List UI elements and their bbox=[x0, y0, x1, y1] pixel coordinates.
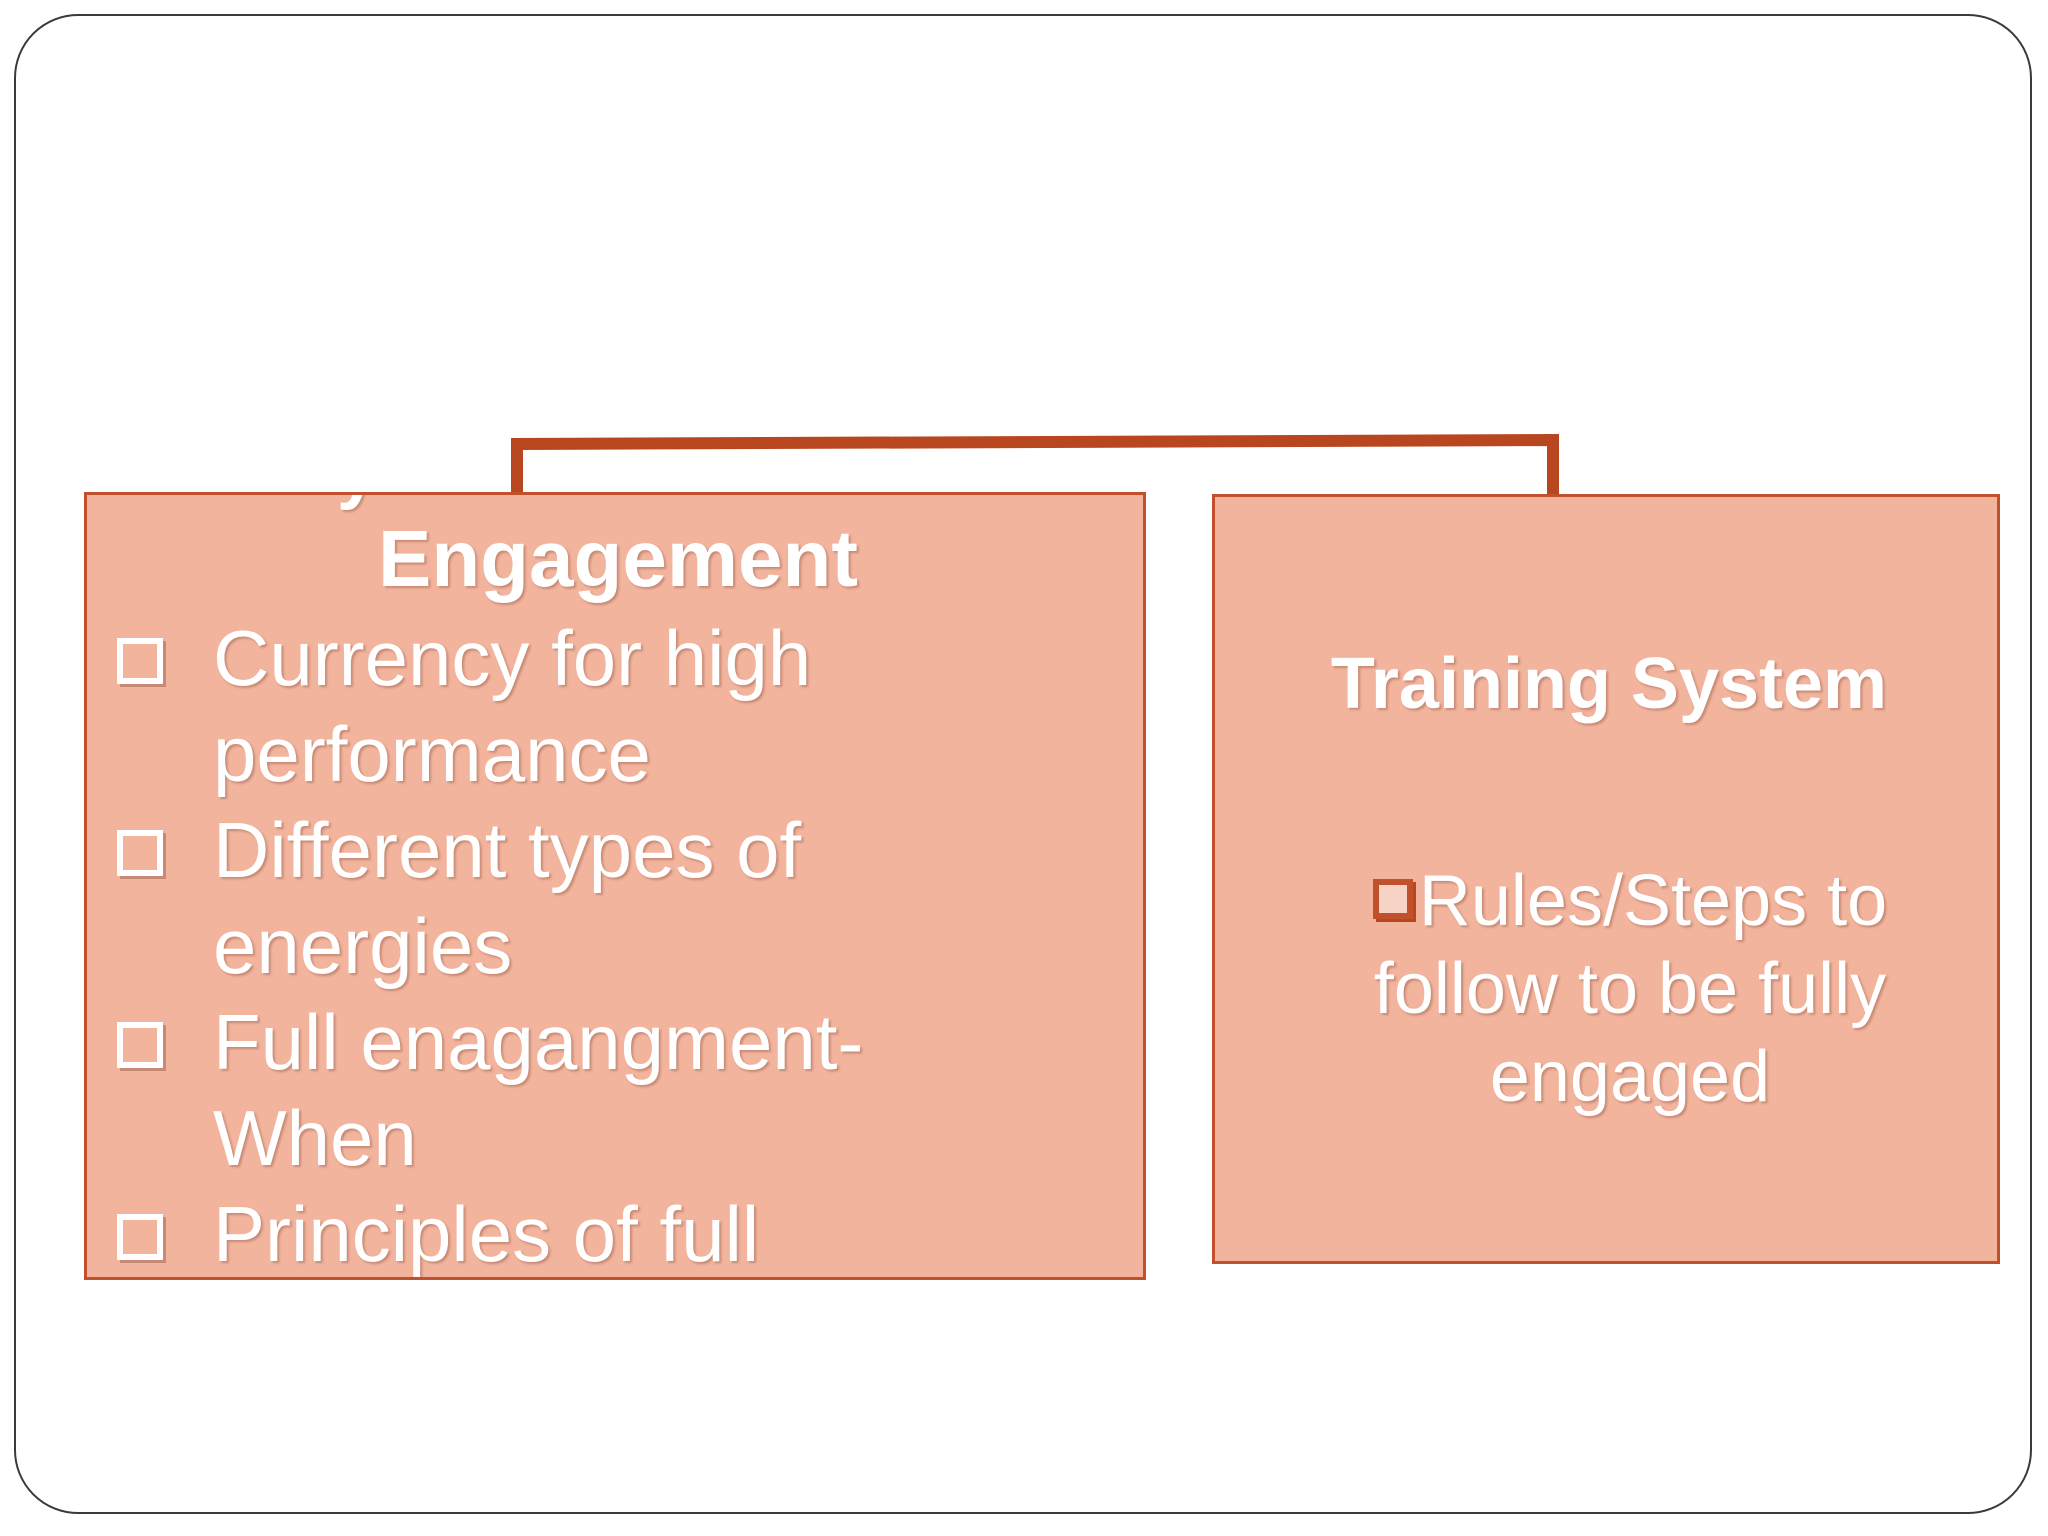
list-item: Full enagangment-When bbox=[87, 994, 1067, 1186]
right-box-heading: Training System bbox=[1330, 644, 1888, 724]
list-item-text: Principles of full enagangment bbox=[213, 1190, 760, 1278]
list-item: Different types of energies bbox=[87, 802, 1067, 994]
connector-line bbox=[511, 433, 1559, 494]
left-box: y Engagement Currency for high performan… bbox=[84, 492, 1146, 1280]
right-box-body: Rules/Steps to follow to be fully engage… bbox=[1305, 857, 1955, 1121]
right-box: Training System Rules/Steps to follow to… bbox=[1212, 494, 2000, 1264]
checkbox-square-icon bbox=[117, 638, 163, 684]
checkbox-square-icon bbox=[117, 1214, 163, 1260]
checkbox-square-icon bbox=[117, 1022, 163, 1068]
list-item-text: Full enagangment-When bbox=[213, 998, 864, 1182]
left-box-list: Currency for high performance Different … bbox=[87, 610, 1067, 1278]
checkbox-square-icon bbox=[117, 830, 163, 876]
left-box-heading: Engagement bbox=[377, 514, 859, 603]
list-item: Principles of full enagangment bbox=[87, 1186, 1067, 1278]
list-item-text: Currency for high performance bbox=[213, 614, 812, 798]
right-box-body-text: Rules/Steps to follow to be fully engage… bbox=[1373, 861, 1888, 1117]
checkbox-square-icon bbox=[1372, 879, 1413, 919]
list-item-text: Different types of energies bbox=[213, 806, 802, 990]
list-item: Currency for high performance bbox=[87, 610, 1067, 802]
left-box-clipped-heading: y bbox=[337, 495, 377, 507]
